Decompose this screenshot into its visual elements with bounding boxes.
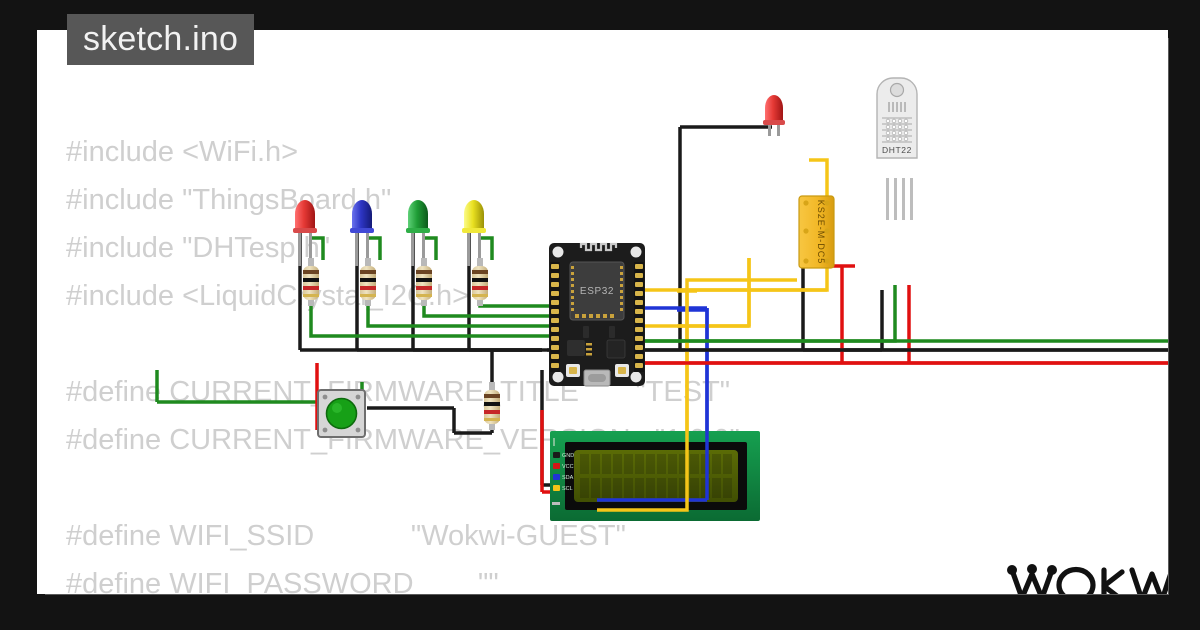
lcd1602-display[interactable]: GND VCC SDA SCL: [550, 431, 760, 521]
esp32-right-pins: [634, 262, 644, 372]
resistor-pushbutton[interactable]: [484, 382, 500, 430]
resistor-led-green[interactable]: [416, 258, 432, 306]
wire-overlay: [597, 258, 1168, 512]
circuit-diagram[interactable]: KS2E-M-DC5: [37, 30, 1168, 594]
resistor-led-blue[interactable]: [360, 258, 376, 306]
wokwi-logo: [1000, 554, 1168, 594]
esp32-board[interactable]: ESP32: [549, 242, 645, 387]
lcd-pin-label-sda: SDA: [562, 475, 574, 481]
dht22-sensor[interactable]: DHT22: [876, 77, 918, 220]
pushbutton[interactable]: [317, 389, 366, 438]
signal-wires: [155, 236, 897, 404]
resistor-led-yellow[interactable]: [472, 258, 488, 306]
lcd-pin-label-vcc: VCC: [562, 464, 574, 470]
led-blue[interactable]: [350, 200, 374, 266]
diagram-canvas[interactable]: #include <WiFi.h> #include "ThingsBoard.…: [37, 30, 1168, 594]
relay-label: KS2E-M-DC5: [816, 200, 826, 265]
relay-module[interactable]: KS2E-M-DC5: [798, 195, 835, 269]
lcd-pin-label-scl: SCL: [562, 486, 573, 492]
led-red-top[interactable]: [763, 95, 785, 136]
led-yellow[interactable]: [462, 200, 486, 266]
lcd-pin-pads: [553, 452, 560, 491]
lcd-pin-label-gnd: GND: [562, 453, 574, 459]
file-tab-sketch[interactable]: sketch.ino: [67, 14, 255, 65]
esp32-chip-label: ESP32: [580, 286, 614, 297]
led-green[interactable]: [406, 200, 430, 266]
esp32-left-pins: [550, 262, 560, 372]
dht22-label: DHT22: [882, 145, 912, 155]
led-red[interactable]: [293, 200, 317, 266]
resistor-led-red[interactable]: [303, 258, 319, 306]
